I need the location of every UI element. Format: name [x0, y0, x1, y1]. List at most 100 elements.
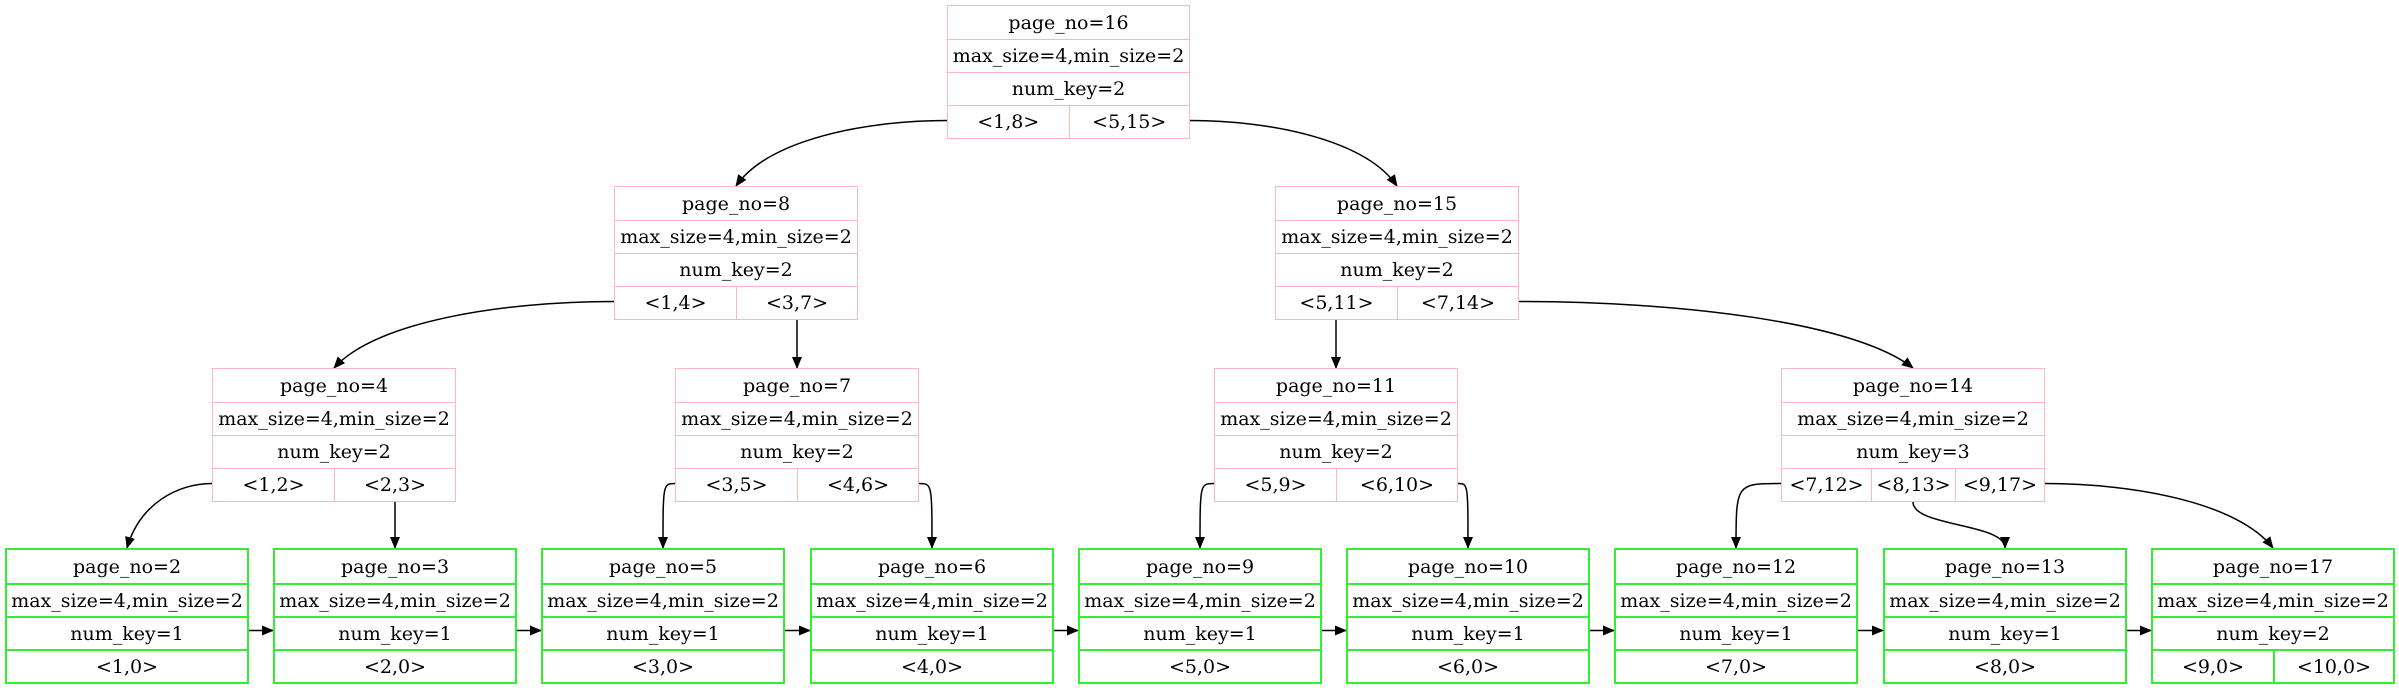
key-row: <1,4><3,7> — [615, 286, 857, 319]
key-cell: <8,0> — [1973, 655, 2037, 678]
page-no-label: page_no=17 — [2212, 555, 2334, 578]
page-no-label: page_no=5 — [608, 555, 718, 578]
key-row: <9,0> <10,0> — [2153, 649, 2393, 682]
child-pointer-arrow — [333, 300, 615, 369]
page-no-label: page_no=2 — [72, 555, 182, 578]
num-key-label: num_key=2 — [1276, 253, 1518, 286]
num-key-label: num_key=2 — [676, 435, 918, 468]
key-row: <5,9><6,10> — [1215, 468, 1457, 501]
key-cell: <9,17> — [1954, 469, 2044, 501]
size-label: max_size=4,min_size=2 — [948, 39, 1189, 72]
key-cell: <4,0> — [900, 655, 964, 678]
child-pointer-arrow — [658, 482, 676, 549]
num-key-label: num_key=2 — [2153, 616, 2393, 649]
key-cell: <10,0> — [2273, 651, 2393, 682]
size-label: max_size=4,min_size=2 — [1215, 402, 1457, 435]
num-key-label: num_key=1 — [543, 616, 783, 649]
key-cell: <6,10> — [1336, 469, 1457, 501]
key-cell: <7,12> — [1789, 474, 1864, 496]
key-row: <4,0> — [812, 649, 1052, 682]
page-no-label: page_no=8 — [681, 192, 791, 215]
num-key-label: num_key=1 — [1080, 616, 1320, 649]
page-no-label: page_no=9 — [1145, 555, 1255, 578]
key-row: <8,0> — [1885, 649, 2125, 682]
key-row: <5,0> — [1080, 649, 1320, 682]
key-cell: <1,2> — [242, 474, 305, 496]
size-label: max_size=4,min_size=2 — [615, 220, 857, 253]
key-row: <1,2> <2,3> — [213, 468, 455, 501]
page-no-label: page_no=12 — [1675, 555, 1797, 578]
key-row: <7,12> <8,13><9,17> — [1782, 468, 2044, 501]
key-row: <3,5> <4,6> — [676, 468, 918, 501]
key-cell: <5,11> — [1299, 292, 1374, 314]
num-key-label: num_key=1 — [812, 616, 1052, 649]
child-pointer-arrow — [1731, 482, 1782, 549]
key-row: <1,0> — [7, 649, 247, 682]
key-cell: <1,0> — [95, 655, 159, 678]
key-row: <6,0> — [1348, 649, 1588, 682]
num-key-label: num_key=1 — [7, 616, 247, 649]
child-pointer-arrow — [735, 119, 948, 187]
page-no-label: page_no=7 — [742, 374, 852, 397]
num-key-label: num_key=2 — [213, 435, 455, 468]
key-cell: <9,0> — [2181, 655, 2245, 678]
num-key-label: num_key=2 — [1215, 435, 1457, 468]
size-label: max_size=4,min_size=2 — [1276, 220, 1518, 253]
child-pointer-arrow — [1195, 482, 1215, 549]
num-key-label: num_key=2 — [948, 72, 1189, 105]
size-label: max_size=4,min_size=2 — [1885, 583, 2125, 616]
page-no-label: page_no=14 — [1852, 374, 1974, 397]
key-row: <2,0> — [275, 649, 515, 682]
num-key-label: num_key=3 — [1782, 435, 2044, 468]
key-cell: <2,3> — [334, 469, 455, 501]
child-pointer-arrow — [125, 482, 213, 549]
page-no-label: page_no=3 — [340, 555, 450, 578]
page-no-label: page_no=6 — [877, 555, 987, 578]
size-label: max_size=4,min_size=2 — [543, 583, 783, 616]
page-no-label: page_no=11 — [1275, 374, 1397, 397]
key-cell: <4,6> — [797, 469, 918, 501]
size-label: max_size=4,min_size=2 — [7, 583, 247, 616]
key-cell: <1,4> — [644, 292, 707, 314]
num-key-label: num_key=1 — [1348, 616, 1588, 649]
num-key-label: num_key=1 — [1885, 616, 2125, 649]
child-pointer-arrow — [1189, 119, 1398, 187]
size-label: max_size=4,min_size=2 — [1782, 402, 2044, 435]
page-no-label: page_no=16 — [1008, 11, 1129, 34]
size-label: max_size=4,min_size=2 — [812, 583, 1052, 616]
child-pointer-arrow — [2044, 482, 2274, 549]
page-no-label: page_no=15 — [1336, 192, 1458, 215]
key-cell: <8,13> — [1871, 469, 1955, 501]
key-cell: <3,5> — [705, 474, 768, 496]
size-label: max_size=4,min_size=2 — [1616, 583, 1856, 616]
page-no-label: page_no=4 — [279, 374, 389, 397]
key-cell: <7,14> — [1397, 287, 1518, 319]
size-label: max_size=4,min_size=2 — [1080, 583, 1320, 616]
size-label: max_size=4,min_size=2 — [1348, 583, 1588, 616]
num-key-label: num_key=1 — [1616, 616, 1856, 649]
page-no-label: page_no=10 — [1407, 555, 1529, 578]
key-cell: <3,0> — [631, 655, 695, 678]
key-cell: <2,0> — [363, 655, 427, 678]
key-row: <5,11> <7,14> — [1276, 286, 1518, 319]
size-label: max_size=4,min_size=2 — [676, 402, 918, 435]
size-label: max_size=4,min_size=2 — [213, 402, 455, 435]
page-no-label: page_no=13 — [1944, 555, 2066, 578]
